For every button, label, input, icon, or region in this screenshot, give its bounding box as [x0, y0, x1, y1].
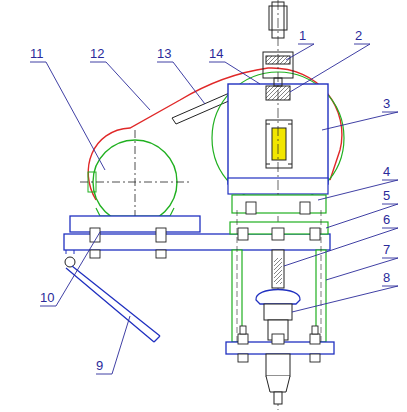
- callout-number: 14: [209, 47, 223, 61]
- callout-number: 4: [383, 165, 390, 179]
- callout-number: 13: [157, 47, 171, 61]
- callout-number: 2: [355, 29, 362, 43]
- callout-number: 8: [383, 271, 390, 285]
- callout-number: 5: [383, 189, 390, 203]
- callout-number: 1: [299, 29, 306, 43]
- callout-number: 11: [30, 47, 44, 61]
- callout-number: 9: [96, 359, 103, 373]
- callout-number: 7: [383, 243, 390, 257]
- callout-number: 3: [383, 97, 390, 111]
- callout-number: 12: [90, 47, 104, 61]
- callout-number: 10: [40, 291, 54, 305]
- callout-number: 6: [383, 213, 390, 227]
